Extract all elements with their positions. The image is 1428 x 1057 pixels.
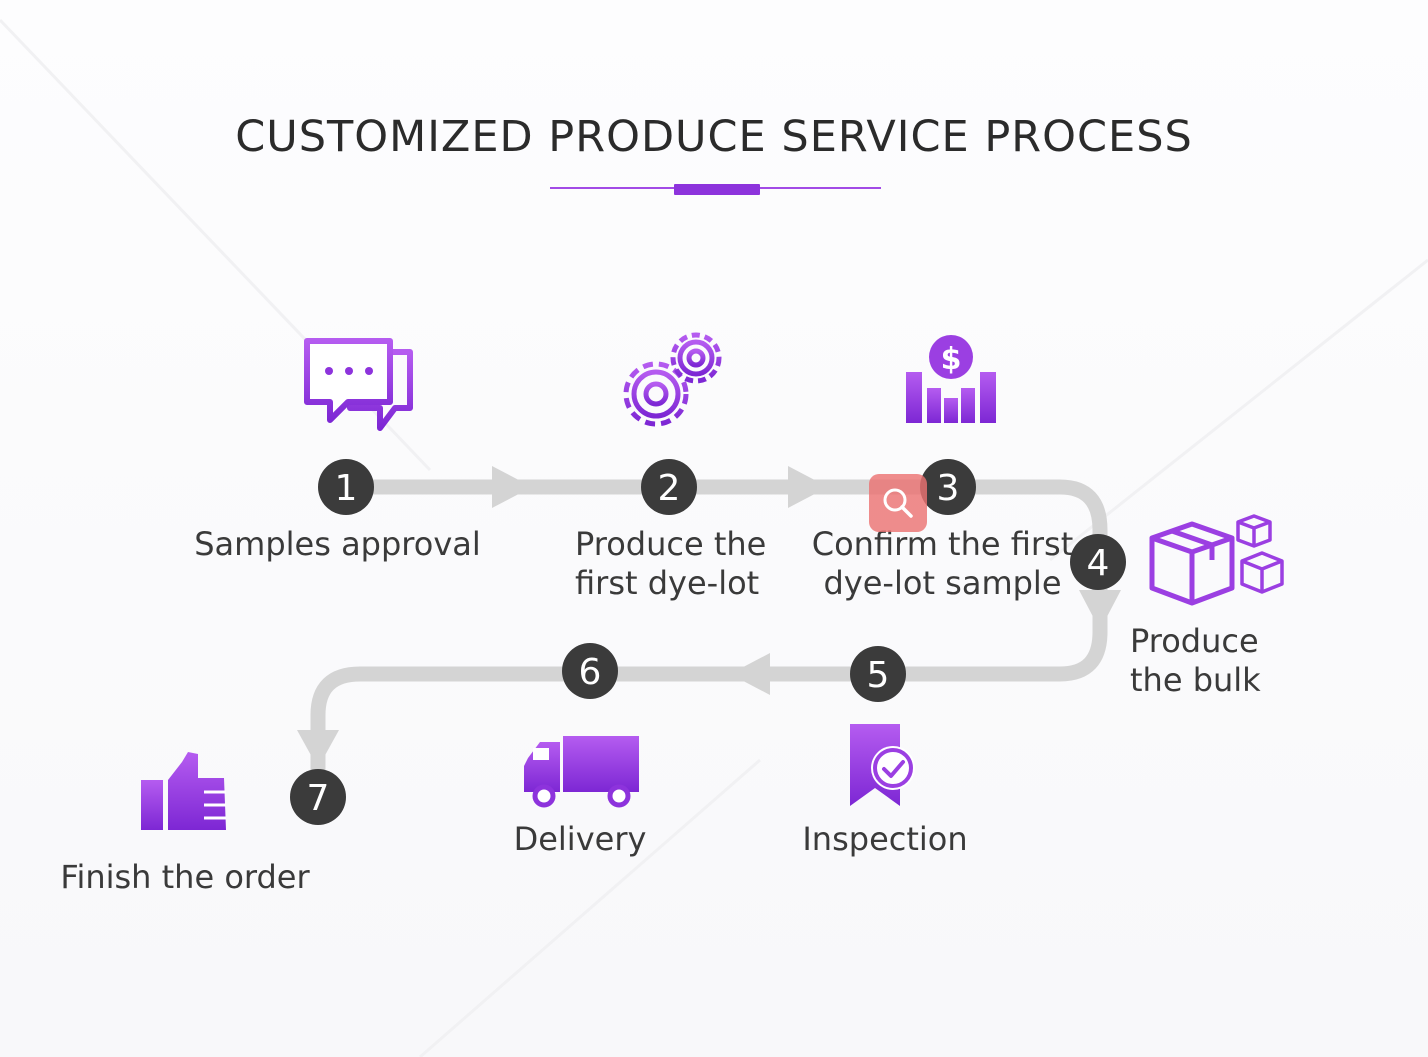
step-label-7: Finish the order <box>60 858 310 896</box>
step-marker-2: 2 <box>641 459 697 515</box>
chat-bubbles-icon <box>304 338 413 431</box>
dollar-chart-icon: $ <box>906 335 996 423</box>
step-label-1: Samples approval <box>194 525 481 563</box>
search-icon <box>883 488 913 518</box>
step-marker-5: 5 <box>850 646 906 702</box>
step-marker-1: 1 <box>318 459 374 515</box>
boxes-icon <box>1149 514 1284 606</box>
step-number-2: 2 <box>658 468 681 509</box>
step-number-4: 4 <box>1087 543 1110 584</box>
ribbon-check-icon <box>850 724 915 806</box>
svg-text:$: $ <box>941 342 962 377</box>
step-marker-3: 3 <box>920 459 976 515</box>
step-marker-6: 6 <box>562 643 618 699</box>
step-number-7: 7 <box>307 778 330 819</box>
step-label-3: Confirm the first dye-lot sample <box>811 525 1074 602</box>
title-underline-accent <box>674 184 760 195</box>
step-label-2: Produce the first dye-lot <box>575 525 767 602</box>
step-label-4: Produce the bulk <box>1130 622 1261 699</box>
truck-icon <box>524 736 639 808</box>
step-number-5: 5 <box>867 655 890 696</box>
step-number-3: 3 <box>937 468 960 509</box>
page-title: CUSTOMIZED PRODUCE SERVICE PROCESS <box>235 112 1193 162</box>
thumbs-up-icon <box>141 752 226 830</box>
step-label-6: Delivery <box>513 820 647 858</box>
gears-icon <box>623 332 722 427</box>
step-number-1: 1 <box>335 468 358 509</box>
step-marker-4: 4 <box>1070 534 1126 590</box>
step-marker-7: 7 <box>290 769 346 825</box>
zoom-button[interactable] <box>869 474 927 532</box>
step-label-5: Inspection <box>802 820 968 858</box>
step-number-6: 6 <box>579 652 602 693</box>
